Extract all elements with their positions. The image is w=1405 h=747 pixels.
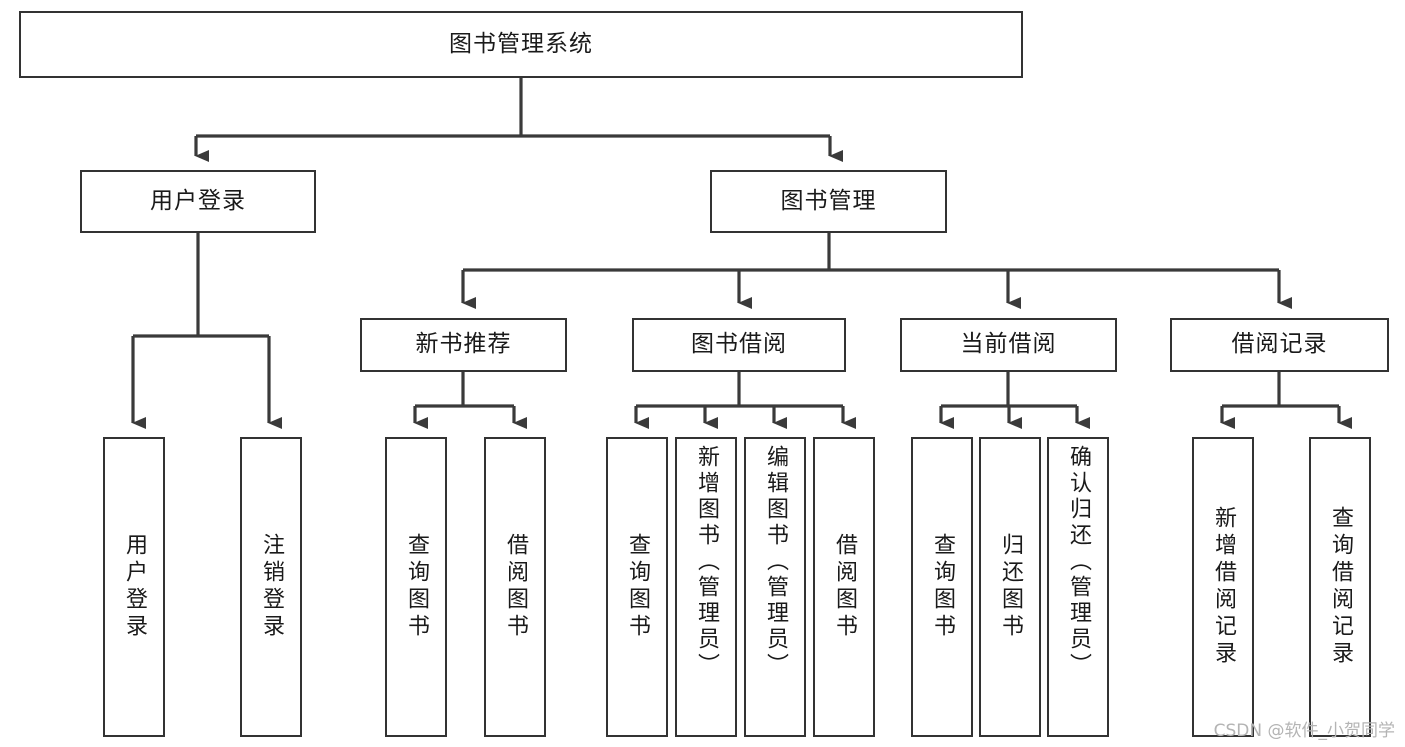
node-current-borrow[interactable]: 当前借阅 bbox=[900, 318, 1117, 372]
leaf-borrow-borrow-book-label: 借阅图书 bbox=[832, 533, 857, 641]
leaf-borrow-add-book-label: 新增图书（管理员） bbox=[694, 445, 719, 679]
leaf-current-return-book[interactable]: 归还图书 bbox=[979, 437, 1041, 737]
leaf-borrow-edit-book[interactable]: 编辑图书（管理员） bbox=[744, 437, 806, 737]
leaf-current-confirm-return[interactable]: 确认归还（管理员） bbox=[1047, 437, 1109, 737]
leaf-borrow-query-book-label: 查询图书 bbox=[625, 533, 650, 641]
leaf-records-query-record[interactable]: 查询借阅记录 bbox=[1309, 437, 1371, 737]
leaf-records-add-record-label: 新增借阅记录 bbox=[1211, 506, 1236, 668]
leaf-borrow-add-book[interactable]: 新增图书（管理员） bbox=[675, 437, 737, 737]
node-borrow-records-label: 借阅记录 bbox=[1231, 331, 1328, 358]
node-book-management-label: 图书管理 bbox=[780, 187, 877, 214]
node-root[interactable]: 图书管理系统 bbox=[19, 11, 1023, 78]
leaf-current-return-book-label: 归还图书 bbox=[998, 533, 1023, 641]
leaf-borrow-borrow-book[interactable]: 借阅图书 bbox=[813, 437, 875, 737]
node-user-login[interactable]: 用户登录 bbox=[80, 170, 316, 233]
node-borrow-records[interactable]: 借阅记录 bbox=[1170, 318, 1389, 372]
leaf-borrow-query-book[interactable]: 查询图书 bbox=[606, 437, 668, 737]
node-user-login-label: 用户登录 bbox=[150, 187, 246, 214]
leaf-current-query-book-label: 查询图书 bbox=[930, 533, 955, 641]
node-root-label: 图书管理系统 bbox=[449, 30, 593, 57]
leaf-newbook-query-book[interactable]: 查询图书 bbox=[385, 437, 447, 737]
leaf-borrow-edit-book-label: 编辑图书（管理员） bbox=[763, 445, 788, 679]
leaf-newbook-borrow-book[interactable]: 借阅图书 bbox=[484, 437, 546, 737]
leaf-user-logout[interactable]: 注销登录 bbox=[240, 437, 302, 737]
leaf-user-logout-label: 注销登录 bbox=[259, 533, 284, 641]
leaf-user-login-do[interactable]: 用户登录 bbox=[103, 437, 165, 737]
leaf-newbook-query-book-label: 查询图书 bbox=[404, 533, 429, 641]
leaf-current-confirm-return-label: 确认归还（管理员） bbox=[1066, 445, 1091, 679]
leaf-newbook-borrow-book-label: 借阅图书 bbox=[503, 533, 528, 641]
leaf-records-query-record-label: 查询借阅记录 bbox=[1328, 506, 1353, 668]
node-book-management[interactable]: 图书管理 bbox=[710, 170, 947, 233]
leaf-user-login-do-label: 用户登录 bbox=[122, 533, 147, 641]
node-book-borrow[interactable]: 图书借阅 bbox=[632, 318, 846, 372]
node-current-borrow-label: 当前借阅 bbox=[960, 331, 1057, 358]
node-new-book-recommend[interactable]: 新书推荐 bbox=[360, 318, 567, 372]
node-new-book-recommend-label: 新书推荐 bbox=[415, 331, 512, 358]
node-book-borrow-label: 图书借阅 bbox=[691, 331, 787, 358]
leaf-records-add-record[interactable]: 新增借阅记录 bbox=[1192, 437, 1254, 737]
leaf-current-query-book[interactable]: 查询图书 bbox=[911, 437, 973, 737]
